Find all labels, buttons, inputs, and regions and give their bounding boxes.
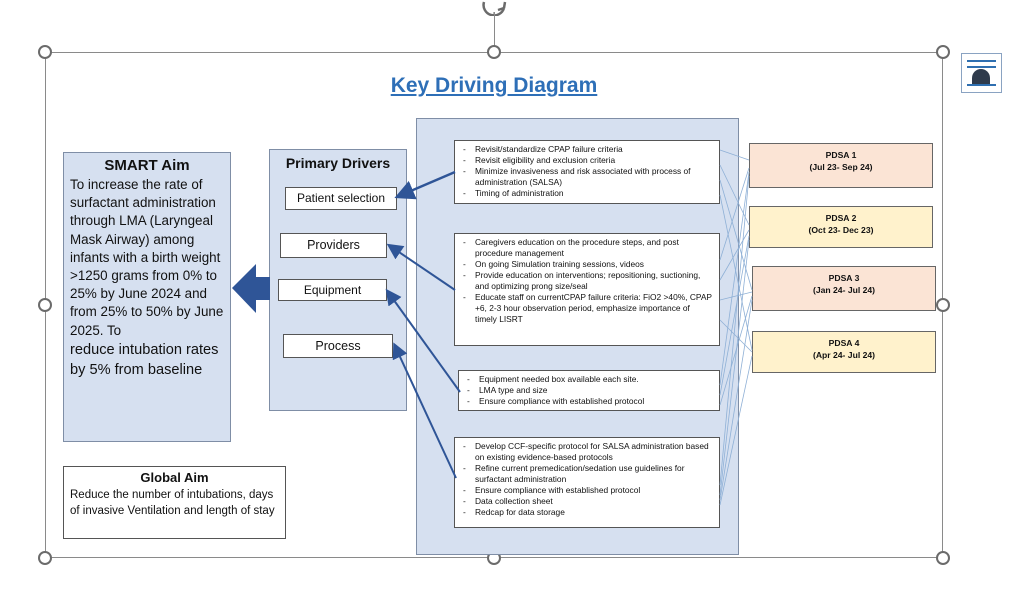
pdsa-label: PDSA 4	[828, 338, 860, 348]
pdsa-box-4: PDSA 4 (Apr 24- Jul 24)	[752, 331, 936, 373]
pdsa-box-1: PDSA 1 (Jul 23- Sep 24)	[749, 143, 933, 188]
list-item: Ensure compliance with established proto…	[461, 485, 713, 496]
driver-providers: Providers	[280, 233, 387, 258]
resize-handle-top-right[interactable]	[936, 45, 950, 59]
smart-aim-text: To increase the rate of surfactant admin…	[70, 177, 224, 338]
layout-options-button[interactable]	[961, 53, 1002, 93]
pdsa-box-2: PDSA 2 (Oct 23- Dec 23)	[749, 206, 933, 248]
resize-handle-left[interactable]	[38, 298, 52, 312]
pdsa-label: PDSA 3	[828, 273, 860, 283]
list-item: On going Simulation training sessions, v…	[461, 259, 713, 270]
diagram-title: Key Driving Diagram	[390, 74, 598, 97]
connector-arrow	[394, 170, 456, 200]
secondary-driver-group-providers: Caregivers education on the procedure st…	[454, 233, 720, 346]
pdsa-dates: (Jan 24- Jul 24)	[812, 285, 876, 295]
driver-equipment: Equipment	[278, 279, 387, 301]
connector-arrow	[385, 288, 461, 393]
pdsa-dates: (Jul 23- Sep 24)	[809, 162, 873, 172]
list-item: Data collection sheet	[461, 496, 713, 507]
list-item: Caregivers education on the procedure st…	[461, 237, 713, 259]
list-item: Revisit/standardize CPAP failure criteri…	[461, 144, 713, 155]
list-item: Timing of administration	[461, 188, 713, 199]
secondary-driver-group-patient-selection: Revisit/standardize CPAP failure criteri…	[454, 140, 720, 204]
smart-aim-text-continued: reduce intubation rates by 5% from basel…	[70, 341, 219, 378]
resize-handle-bottom-right[interactable]	[936, 551, 950, 565]
global-aim-heading: Global Aim	[140, 470, 209, 485]
pdsa-box-3: PDSA 3 (Jan 24- Jul 24)	[752, 266, 936, 311]
left-arrow-icon	[232, 264, 270, 313]
smart-aim-box: SMART Aim To increase the rate of surfac…	[63, 152, 231, 442]
global-aim-box: Global Aim Reduce the number of intubati…	[63, 466, 286, 539]
list-item: Refine current premedication/sedation us…	[461, 463, 713, 485]
driver-process: Process	[283, 334, 393, 358]
resize-handle-top[interactable]	[487, 45, 501, 59]
pdsa-label: PDSA 2	[825, 213, 857, 223]
connector-arrow	[392, 342, 457, 479]
rotate-handle-stem	[494, 12, 495, 46]
list-item: Equipment needed box available each site…	[465, 374, 713, 385]
driver-patient-selection: Patient selection	[285, 187, 397, 210]
pdsa-dates: (Apr 24- Jul 24)	[812, 350, 876, 360]
list-item: Provide education on interventions; repo…	[461, 270, 713, 292]
list-item: Develop CCF-specific protocol for SALSA …	[461, 441, 713, 463]
smart-aim-heading: SMART Aim	[104, 157, 190, 174]
pdsa-label: PDSA 1	[825, 150, 857, 160]
pdsa-dates: (Oct 23- Dec 23)	[808, 225, 874, 235]
resize-handle-right[interactable]	[936, 298, 950, 312]
list-item: Educate staff on currentCPAP failure cri…	[461, 292, 713, 325]
list-item: Revisit eligibility and exclusion criter…	[461, 155, 713, 166]
list-item: Ensure compliance with established proto…	[465, 396, 713, 407]
list-item: Minimize invasiveness and risk associate…	[461, 166, 713, 188]
resize-handle-top-left[interactable]	[38, 45, 52, 59]
list-item: LMA type and size	[465, 385, 713, 396]
secondary-driver-group-process: Develop CCF-specific protocol for SALSA …	[454, 437, 720, 528]
connector-arrow	[386, 243, 456, 291]
pdsa-connector-lines	[719, 149, 753, 506]
resize-handle-bottom-left[interactable]	[38, 551, 52, 565]
primary-drivers-heading: Primary Drivers	[285, 155, 391, 171]
list-item: Redcap for data storage	[461, 507, 713, 518]
global-aim-text: Reduce the number of intubations, days o…	[70, 489, 275, 517]
layout-options-icon	[967, 60, 996, 86]
secondary-driver-group-equipment: Equipment needed box available each site…	[458, 370, 720, 411]
